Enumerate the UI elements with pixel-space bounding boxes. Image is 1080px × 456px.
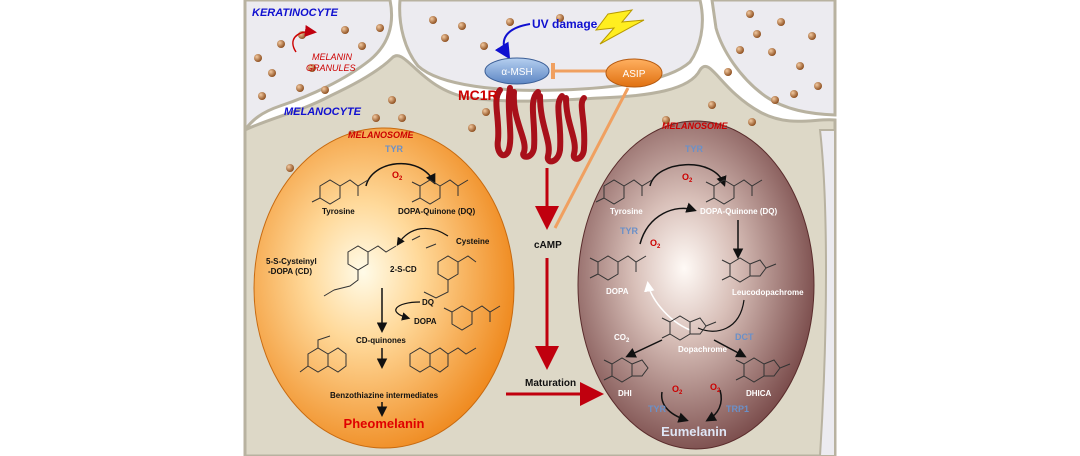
right-dopa-label: DOPA	[606, 287, 629, 296]
keratinocyte-cell	[243, 0, 394, 135]
maturation-label: Maturation	[525, 378, 576, 389]
right-tyrosine-structure	[595, 179, 653, 205]
left-o2: O2	[392, 170, 403, 182]
right-cycle-to-dopa-arrow	[644, 281, 691, 331]
keratinocyte-right	[710, 0, 837, 117]
right-o2-a: O2	[672, 384, 683, 396]
left-dopa-label: DOPA	[414, 317, 437, 326]
right-dhi-to-eumelanin-arrow	[660, 391, 689, 423]
mc1r-label: MC1R	[458, 87, 498, 103]
left-dq-to-dopa-arrow	[395, 301, 421, 321]
left-tyrosine-structure	[311, 179, 369, 205]
right-tyr-top-label: TYR	[685, 144, 704, 154]
right-o2-top: O2	[682, 172, 693, 184]
left-dq-label-2: DQ	[422, 298, 434, 307]
asip-to-camp-line	[553, 87, 630, 229]
left-2scd-label: 2-S-CD	[390, 265, 417, 274]
right-melanosome-title: MELANOSOME	[662, 121, 728, 131]
pheomelanosome	[253, 127, 515, 449]
left-cysteine-label: Cysteine	[456, 237, 490, 246]
left-cd-label-2: -DOPA (CD)	[268, 267, 312, 276]
eumelanin-label: Eumelanin	[661, 424, 727, 439]
right-o2-mid: O2	[650, 238, 661, 250]
right-dhica-structure	[735, 357, 791, 383]
right-tyr-mid-label: TYR	[620, 226, 639, 236]
right-dhi-structure	[603, 357, 649, 383]
left-melanosome-title: MELANOSOME	[348, 130, 414, 140]
right-tyr-arrow	[649, 163, 727, 187]
left-benzothiazine-label: Benzothiazine intermediates	[330, 391, 439, 400]
right-dhi-label: DHI	[618, 389, 632, 398]
right-dopachrome-structure	[661, 315, 717, 341]
left-benzothiazine-structures	[299, 335, 477, 373]
keratinocyte-label: KERATINOCYTE	[252, 7, 339, 19]
right-dopachrome-label: Dopachrome	[678, 345, 727, 354]
left-dq-structure	[411, 179, 469, 205]
uv-damage-label: UV damage	[532, 17, 598, 31]
asip-label: ASIP	[623, 69, 646, 80]
left-cd-structure	[323, 235, 477, 299]
right-dopachrome-to-dhica-arrow	[713, 339, 747, 358]
right-dhica-label: DHICA	[746, 389, 772, 398]
melanin-granules-label-1: MELANIN	[312, 52, 353, 62]
right-dhica-to-eumelanin-arrow	[705, 389, 722, 422]
right-tyrosine-label: Tyrosine	[610, 207, 643, 216]
right-o2-b: O2	[710, 382, 721, 394]
right-leuco-label: Leucodopachrome	[732, 288, 804, 297]
right-dopa-to-dq-arrow	[639, 202, 697, 245]
granule-transfer-arrow	[292, 25, 317, 53]
melanocyte-label: MELANOCYTE	[284, 106, 362, 118]
left-dopa-structure	[443, 305, 501, 331]
uv-arrow	[494, 23, 531, 60]
right-tyrp1-label: TRP1	[726, 404, 749, 414]
lightning-icon	[594, 9, 645, 45]
right-dopachrome-to-dhi-arrow	[625, 339, 663, 358]
left-cd-quinones-label: CD-quinones	[356, 336, 406, 345]
camp-label: cAMP	[534, 240, 562, 251]
right-dct-label: DCT	[735, 332, 754, 342]
right-leuco-structure	[721, 257, 777, 283]
left-tyrosine-label: Tyrosine	[322, 207, 355, 216]
left-cysteine-arrow	[396, 227, 449, 246]
left-dq-label: DOPA-Quinone (DQ)	[398, 207, 476, 216]
alpha-msh-ligand	[484, 57, 550, 85]
left-cd-label-1: 5-S-Cysteinyl	[266, 257, 317, 266]
asip-ligand	[605, 58, 663, 88]
mc1r-receptor	[493, 85, 588, 165]
right-tyr-bottom-label: TYR	[648, 404, 667, 414]
eumelanosome	[577, 120, 815, 450]
right-dq-label: DOPA-Quinone (DQ)	[700, 207, 778, 216]
alpha-msh-label: α-MSH	[501, 67, 532, 78]
left-tyr-label: TYR	[385, 144, 404, 154]
left-tyr-arrow	[365, 162, 436, 187]
right-dopa-structure	[589, 255, 647, 281]
right-dq-structure	[705, 179, 763, 205]
melanin-granules-label-2: GRANULES	[306, 63, 356, 73]
right-co2-label: CO2	[614, 333, 630, 344]
pheomelanin-label: Pheomelanin	[344, 416, 425, 431]
